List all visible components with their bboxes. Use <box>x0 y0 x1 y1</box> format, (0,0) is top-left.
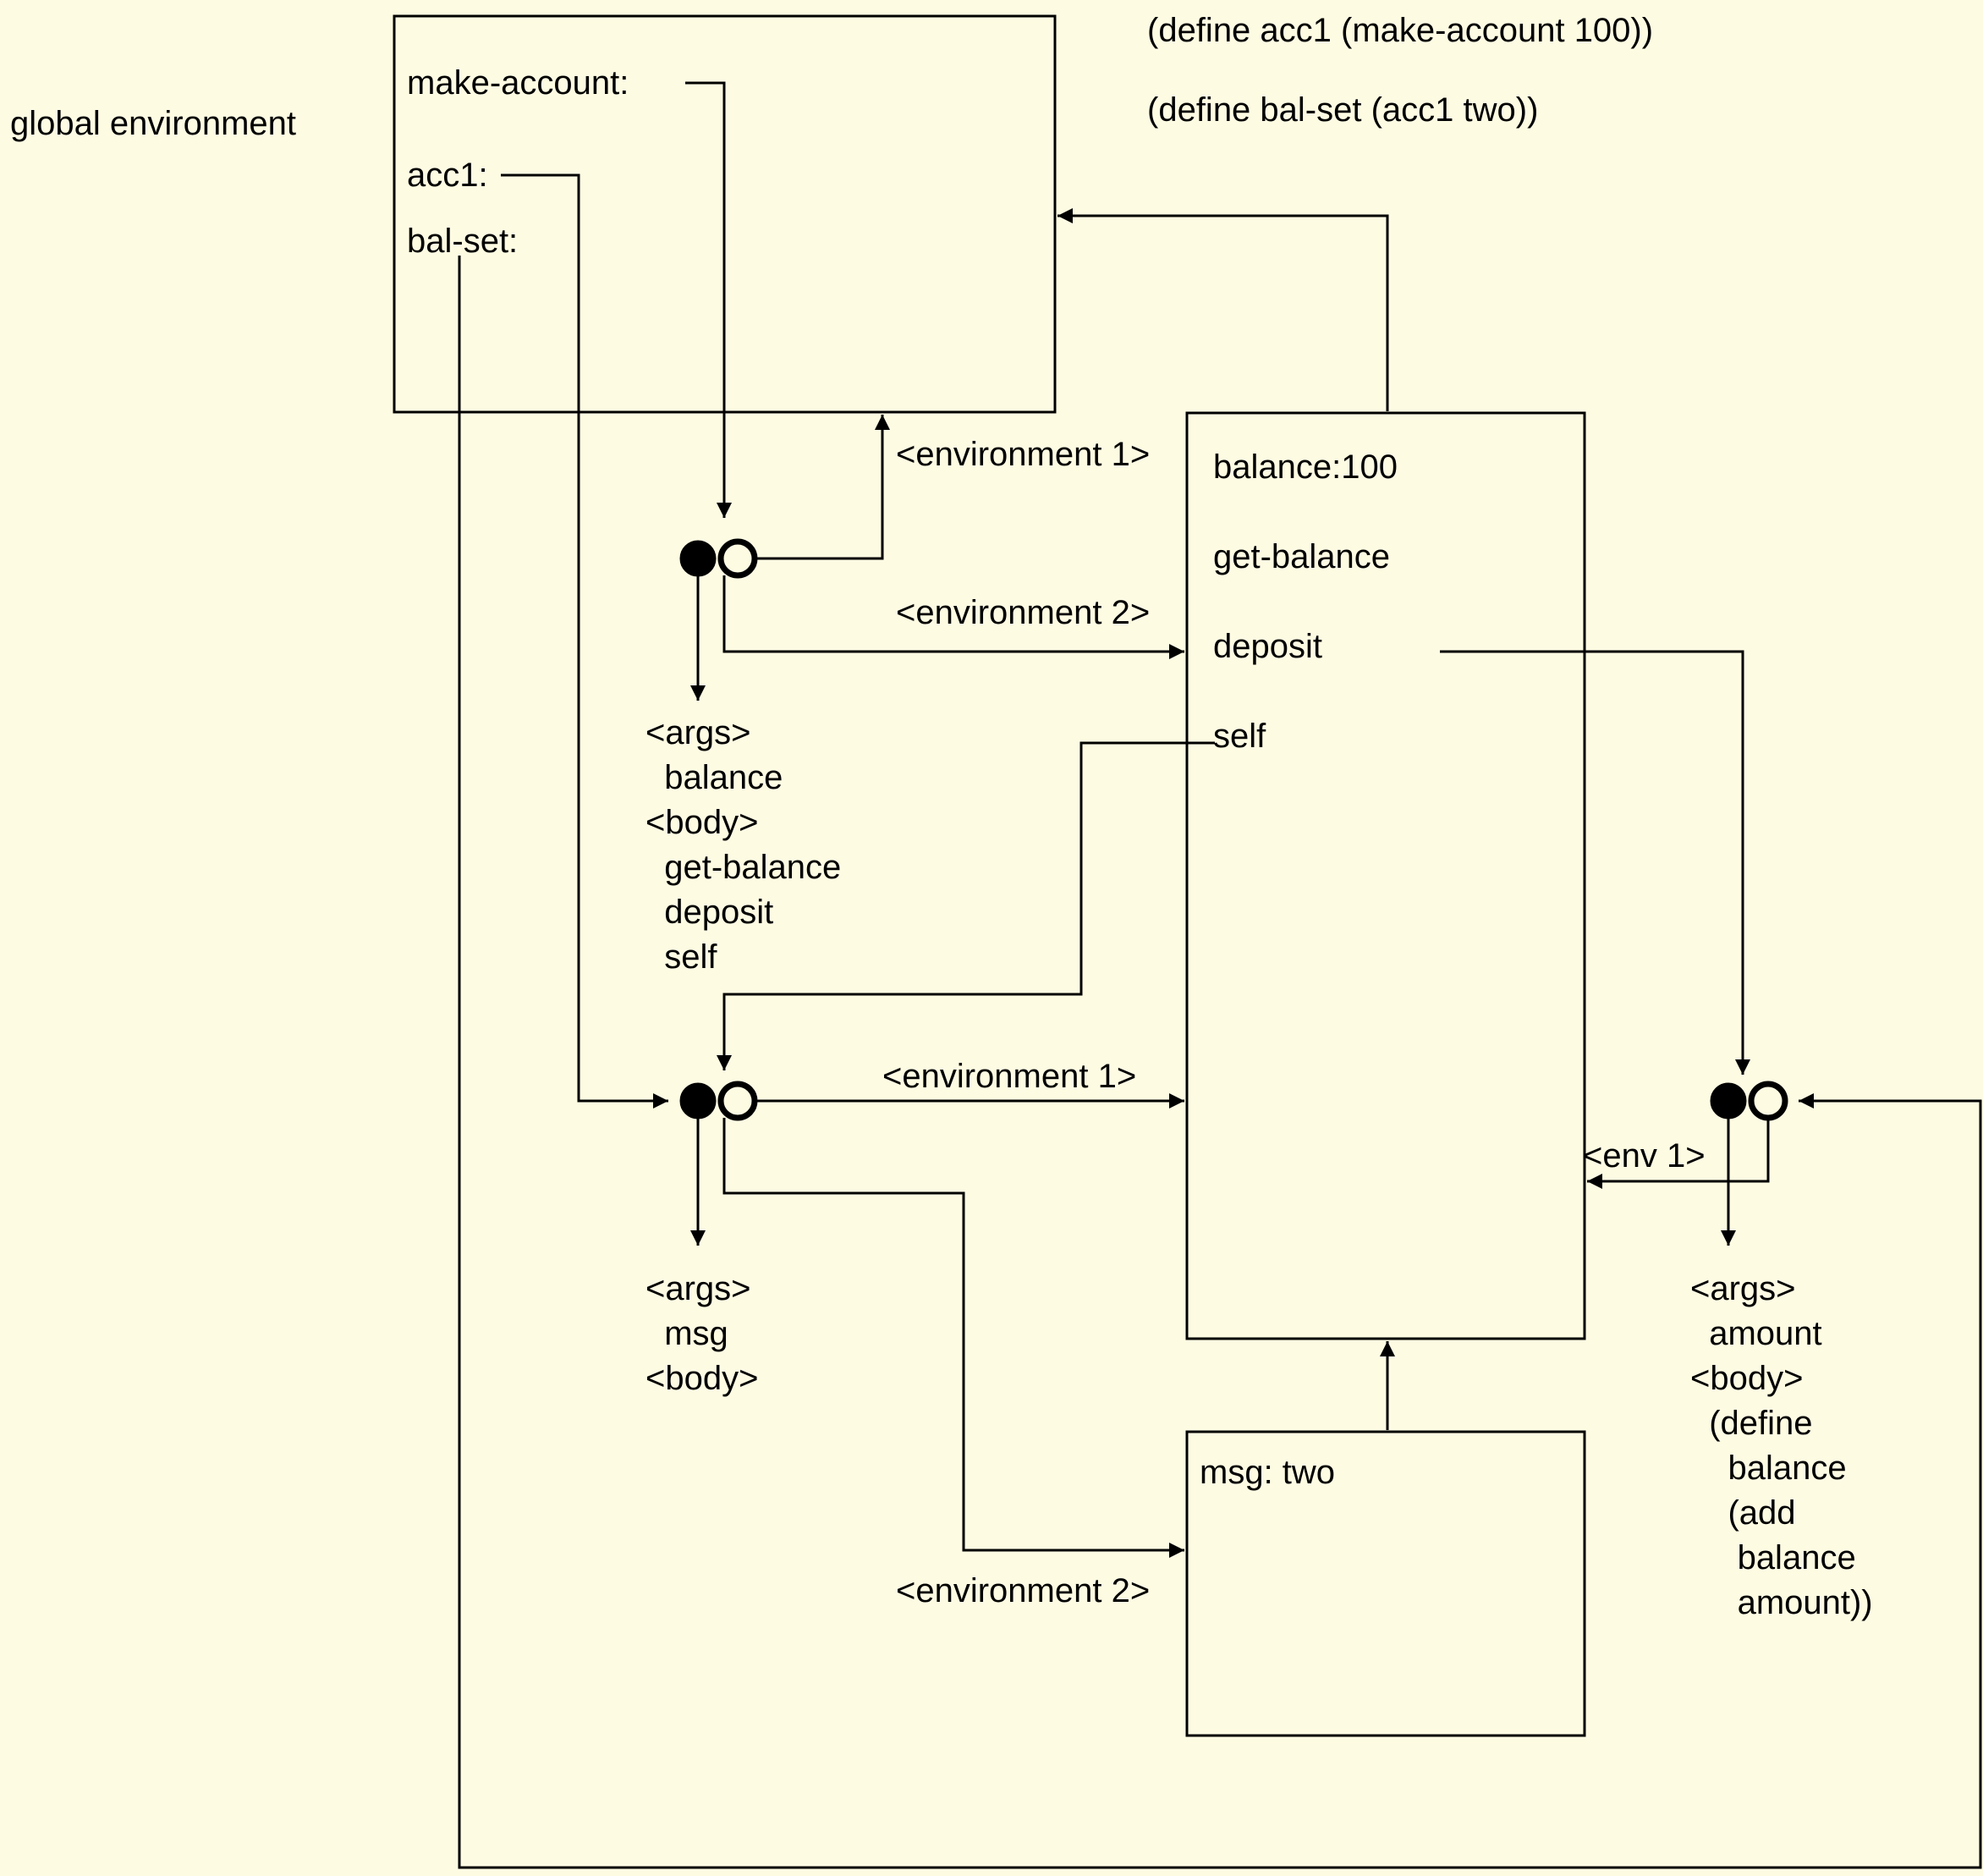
make-account-proc-line: get-balance <box>645 849 842 886</box>
dispatch-proc-line: <args> <box>645 1270 751 1307</box>
procedure-env-dot <box>1748 1081 1788 1121</box>
bal-set-pointer-arrow <box>458 256 1982 1869</box>
dispatch-env-label: <environment 1> <box>882 1058 1137 1095</box>
deposit-env-label: <env 1> <box>1583 1137 1706 1175</box>
self-pointer-arrow <box>717 741 1215 1070</box>
make-account-env-label: <environment 1> <box>896 436 1151 473</box>
environment-1-frame <box>1185 411 1586 1340</box>
procedure-code-dot <box>679 540 717 577</box>
make-account-proc-line: self <box>645 938 717 976</box>
deposit-proc-line: amount)) <box>1690 1584 1873 1621</box>
deposit-procedure-object <box>1710 1081 1788 1121</box>
deposit-proc-line: balance <box>1690 1539 1856 1576</box>
deposit-proc-line: <args> <box>1690 1270 1796 1307</box>
make-account-env-arrow <box>755 415 890 560</box>
make-account-call-env-arrow <box>722 575 1184 659</box>
binding-acc1: acc1: <box>407 157 488 194</box>
procedure-env-dot <box>717 1081 758 1121</box>
dispatch-call-env-arrow <box>722 1118 1184 1558</box>
code-line-define-acc1: (define acc1 (make-account 100)) <box>1147 12 1654 49</box>
deposit-env-arrow <box>1587 1118 1770 1189</box>
code-line-define-bal-set: (define bal-set (acc1 two)) <box>1147 91 1539 129</box>
deposit-pointer-arrow <box>1440 650 1750 1075</box>
procedure-env-dot <box>717 538 758 579</box>
make-account-proc-line: balance <box>645 759 783 796</box>
make-account-pointer-arrow <box>685 81 732 518</box>
acc1-pointer-arrow <box>501 173 668 1109</box>
make-account-procedure-object <box>679 538 758 579</box>
binding-self: self <box>1213 718 1266 755</box>
make-account-proc-line: <args> <box>645 714 751 751</box>
binding-get-balance: get-balance <box>1213 538 1391 575</box>
global-environment-label: global environment <box>10 105 296 142</box>
make-account-call-env-label: <environment 2> <box>896 594 1151 631</box>
binding-balance: balance:100 <box>1213 448 1398 486</box>
deposit-proc-line: (define <box>1690 1405 1813 1442</box>
binding-deposit: deposit <box>1213 628 1322 665</box>
dispatch-call-env-label: <environment 2> <box>896 1572 1151 1609</box>
make-account-proc-line: <body> <box>645 804 759 841</box>
binding-bal-set: bal-set: <box>407 223 519 260</box>
procedure-code-dot <box>1710 1082 1747 1120</box>
dispatch-proc-line: <body> <box>645 1360 759 1397</box>
dispatch-proc-line: msg <box>645 1315 728 1352</box>
binding-msg: msg: two <box>1200 1454 1336 1491</box>
deposit-proc-line: balance <box>1690 1450 1847 1487</box>
binding-make-account: make-account: <box>407 64 629 102</box>
deposit-proc-line: <body> <box>1690 1360 1804 1397</box>
deposit-proc-line: amount <box>1690 1315 1822 1352</box>
procedure-code-dot <box>679 1082 717 1120</box>
dispatch-procedure-object <box>679 1081 758 1121</box>
make-account-proc-line: deposit <box>645 894 774 931</box>
env1-parent-arrow <box>1057 208 1389 411</box>
deposit-proc-line: (add <box>1690 1494 1796 1532</box>
environment-2-frame <box>1185 1430 1586 1737</box>
